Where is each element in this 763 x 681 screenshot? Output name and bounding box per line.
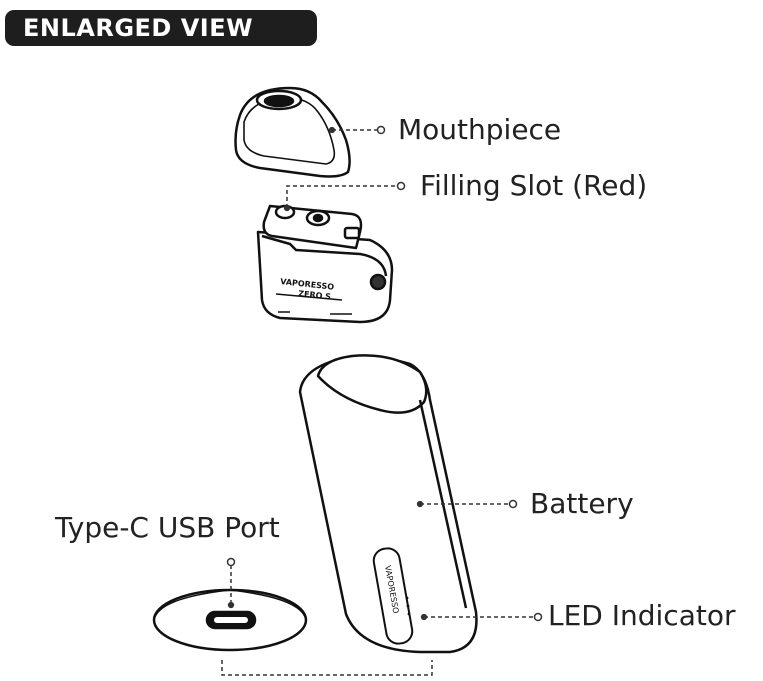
usb-battery-bracket [221, 660, 433, 676]
led-indicator-label: LED Indicator [548, 599, 736, 632]
mouthpiece-illustration [234, 86, 351, 178]
filling-slot-leader [286, 185, 398, 208]
battery-label: Battery [530, 487, 634, 520]
pod-model-engraving: ZERO S [298, 289, 332, 301]
leader-lines [221, 129, 535, 676]
usb-port-illustration [152, 588, 308, 652]
filling-slot-label: Filling Slot (Red) [420, 169, 648, 202]
leader-endpoints [226, 125, 543, 622]
enlarged-view-banner: ENLARGED VIEW [5, 10, 317, 46]
usb-port-label: Type-C USB Port [55, 511, 280, 544]
banner-title: ENLARGED VIEW [23, 14, 254, 42]
pod-illustration: VAPORESSO ZERO S [256, 204, 394, 324]
mouthpiece-label: Mouthpiece [398, 113, 562, 146]
